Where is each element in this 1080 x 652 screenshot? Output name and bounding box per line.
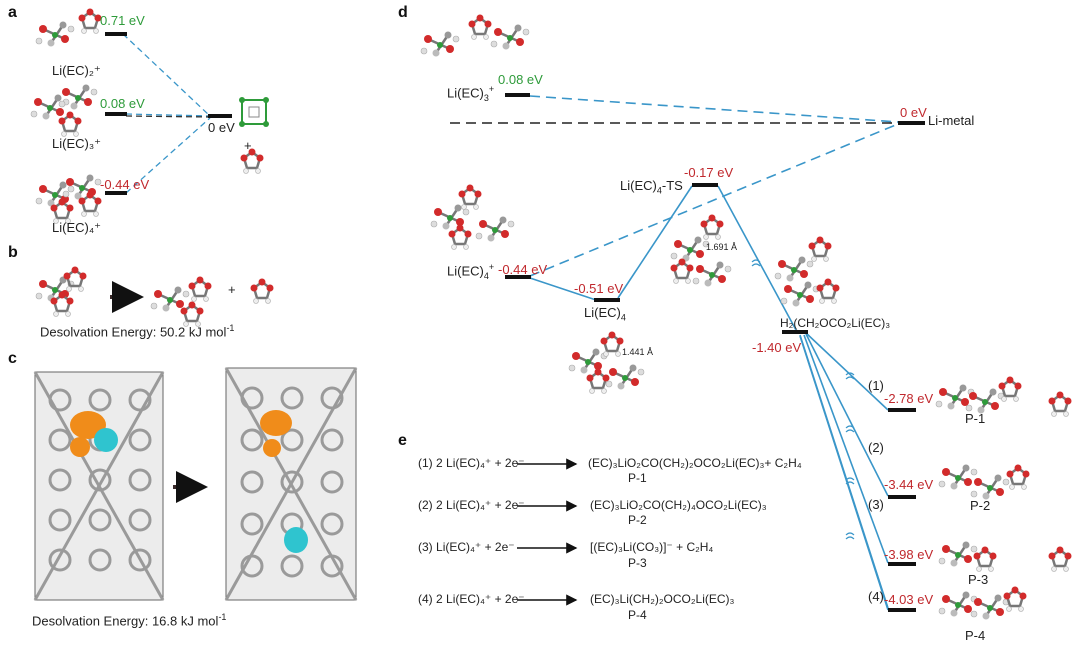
p1-level [888, 408, 916, 412]
reaction-1-rhs: (EC)₃LiO₂CO(CH₂)₂OCO₂Li(EC)₃+ C₂H₄ [588, 456, 802, 470]
bond-length-1: 1.691 Å [706, 242, 738, 252]
li-ec3-level [105, 112, 127, 116]
panel-label-a: a [8, 4, 17, 21]
reference-level [208, 114, 232, 118]
panel-label-b: b [8, 244, 18, 261]
desolvation-caption-b: Desolvation Energy: 50.2 kJ mol-1 [40, 323, 235, 340]
p2-energy: -3.44 eV [884, 477, 934, 492]
desolvation-caption-c: Desolvation Energy: 16.8 kJ mol-1 [32, 612, 227, 629]
ts-label: Li(EC)4-TS [620, 178, 683, 196]
li-ec4-plus-level [505, 275, 531, 279]
li-ec2-energy: 0.71 eV [100, 13, 145, 28]
panel-label-d: d [398, 4, 408, 21]
p3-energy: -3.98 eV [884, 547, 934, 562]
path-label-3: (3) [868, 497, 884, 512]
reaction-3-rhs: [(EC)₃Li(CO₃)]⁻ + C₂H₄ [590, 540, 714, 554]
li-metal-energy: 0 eV [900, 105, 927, 120]
panel-a-graphics [29, 7, 269, 225]
h2-level [782, 330, 808, 334]
ts-level [692, 183, 718, 187]
li-ec4-level-d [594, 298, 620, 302]
h2-label: H₂(CH₂OCO₂Li(EC)₃ [780, 316, 891, 330]
reaction-2-product: P-2 [628, 513, 647, 527]
li-metal-label: Li-metal [928, 113, 975, 128]
li-ec4-energy: -0.44 eV [100, 177, 150, 192]
li-ec2-label: Li(EC)₂⁺ [52, 63, 101, 78]
reaction-1-product: P-1 [628, 471, 647, 485]
panel-d-graphics [419, 13, 1073, 621]
plus-sign-b: + [228, 282, 236, 297]
li-ec3-d-energy: 0.08 eV [498, 72, 543, 87]
panel-b-graphics [34, 265, 275, 328]
h2-energy: -1.40 eV [752, 340, 802, 355]
bond-length-2: 1.441 Å [622, 347, 654, 357]
p2-level [888, 495, 916, 499]
panel-label-e: e [398, 432, 407, 449]
p2-label: P-2 [970, 498, 991, 513]
panel-e-arrows [517, 458, 578, 606]
panel-c-graphics [33, 367, 358, 601]
p4-label: P-4 [965, 628, 986, 643]
p1-label: P-1 [965, 411, 986, 426]
path-label-2: (2) [868, 440, 884, 455]
li-ec2-level [105, 32, 127, 36]
path-label-4: (4) [868, 589, 884, 604]
p4-level [888, 608, 916, 612]
reaction-3-product: P-3 [628, 556, 647, 570]
p4-energy: -4.03 eV [884, 592, 934, 607]
li-ec3-d-label: Li(EC)3+ [447, 84, 495, 103]
li-ec3-energy: 0.08 eV [100, 96, 145, 111]
li-metal-level [898, 121, 925, 125]
panel-label-c: c [8, 350, 17, 367]
path-label-1: (1) [868, 378, 884, 393]
reaction-3-lhs: (3) Li(EC)₄⁺ + 2e⁻ [418, 540, 515, 554]
reaction-1-lhs: (1) 2 Li(EC)₄⁺ + 2e⁻ [418, 456, 525, 470]
p3-level [888, 562, 916, 566]
reaction-2-rhs: (EC)₃LiO₂CO(CH₂)₄OCO₂Li(EC)₃ [590, 498, 767, 512]
reaction-4-product: P-4 [628, 608, 647, 622]
reaction-2-lhs: (2) 2 Li(EC)₄⁺ + 2e⁻ [418, 498, 525, 512]
li-ec4-energy-d: -0.51 eV [574, 281, 624, 296]
p1-energy: -2.78 eV [884, 391, 934, 406]
plus-sign-a: + [244, 138, 252, 153]
reaction-4-rhs: (EC)₃Li(CH₂)₂OCO₂Li(EC)₃ [590, 592, 735, 606]
li-ec4-plus-label: Li(EC)4+ [447, 262, 495, 281]
li-ec4-label-d: Li(EC)4 [584, 305, 626, 323]
li-ec4-level [105, 191, 127, 195]
reaction-4-lhs: (4) 2 Li(EC)₄⁺ + 2e⁻ [418, 592, 525, 606]
li-ec4-label: Li(EC)₄⁺ [52, 220, 102, 235]
p3-label: P-3 [968, 572, 989, 587]
reference-energy: 0 eV [208, 120, 235, 135]
ts-energy: -0.17 eV [684, 165, 734, 180]
li-ec4-plus-energy: -0.44 eV [498, 262, 548, 277]
li-ec3-d-level [505, 93, 530, 97]
li-ec3-label: Li(EC)₃⁺ [52, 136, 101, 151]
